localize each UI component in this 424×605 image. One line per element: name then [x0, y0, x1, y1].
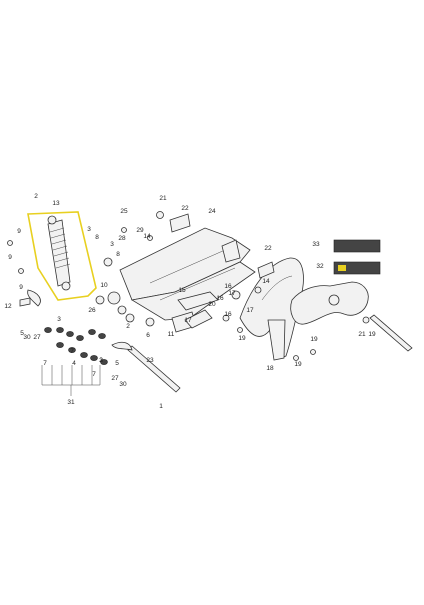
linkage-arm: [177, 291, 219, 329]
callout-9: 9: [19, 284, 23, 291]
frame-plate: [290, 281, 369, 325]
callout-17: 17: [184, 317, 192, 324]
washer: [56, 342, 64, 348]
callout-13: 13: [52, 200, 60, 207]
swingarm: [119, 227, 256, 333]
washer: [100, 359, 108, 365]
callout-21: 21: [358, 331, 366, 338]
callout-25: 25: [120, 208, 128, 215]
callout-10: 10: [100, 282, 108, 289]
callout-7: 7: [43, 360, 47, 367]
callout-9: 9: [8, 254, 12, 261]
callout-16: 16: [216, 295, 224, 302]
washer: [98, 333, 106, 339]
callout-1: 1: [159, 403, 163, 410]
callout-19: 19: [310, 336, 318, 343]
callout-18: 18: [266, 365, 274, 372]
callout-3: 3: [110, 241, 114, 248]
callout-6: 6: [146, 332, 150, 339]
callout-17: 17: [228, 290, 236, 297]
callout-7: 7: [92, 371, 96, 378]
callout-11: 11: [168, 331, 175, 338]
callout-14: 14: [262, 278, 270, 285]
rear-fender: [239, 257, 304, 361]
callout-2: 2: [126, 323, 130, 330]
callout-20: 20: [208, 301, 216, 308]
callout-3: 3: [87, 226, 91, 233]
callout-19: 19: [294, 361, 302, 368]
callout-5: 5: [115, 360, 119, 367]
callout-26: 26: [88, 307, 96, 314]
callout-2: 2: [34, 193, 38, 200]
callout-3: 3: [57, 316, 61, 323]
callout-22: 22: [181, 205, 189, 212]
callout-22: 22: [264, 245, 272, 252]
callout-19: 19: [238, 335, 246, 342]
washer: [88, 329, 96, 335]
callout-16: 16: [224, 283, 232, 290]
callout-30: 30: [119, 381, 127, 388]
callout-2: 2: [99, 357, 103, 364]
callout-14: 14: [143, 233, 151, 240]
callout-12: 12: [4, 303, 12, 310]
right-axle: [369, 314, 413, 352]
washer: [80, 352, 88, 358]
callout-30: 30: [23, 334, 31, 341]
washer: [56, 327, 64, 333]
washer: [68, 347, 76, 353]
washer: [90, 355, 98, 361]
callout-17: 17: [246, 307, 254, 314]
callout-31: 31: [67, 399, 75, 406]
callout-9: 9: [17, 228, 21, 235]
washer: [76, 335, 84, 341]
callout-19: 19: [368, 331, 376, 338]
callout-27: 27: [111, 375, 119, 382]
callout-28: 28: [118, 235, 126, 242]
callout-29: 29: [136, 227, 144, 234]
washer: [44, 327, 52, 333]
callout-7: 7: [70, 348, 74, 355]
callout-16: 16: [224, 311, 232, 318]
label-stickers: [333, 239, 381, 275]
callout-32: 32: [316, 263, 324, 270]
bracket-31: [41, 365, 101, 396]
callout-8: 8: [95, 234, 99, 241]
shock-absorber: [27, 211, 97, 301]
callout-23: 23: [146, 357, 154, 364]
callout-15: 15: [178, 287, 186, 294]
callout-33: 33: [312, 241, 320, 248]
callout-8: 8: [116, 251, 120, 258]
callout-21: 21: [159, 195, 167, 202]
washer: [66, 331, 74, 337]
callout-3: 3: [99, 357, 103, 364]
small-parts: [7, 211, 370, 361]
washer-stack: [44, 327, 108, 365]
callout-4: 4: [72, 360, 76, 367]
callout-5: 5: [20, 330, 24, 337]
rear-axle: [127, 345, 181, 393]
callout-24: 24: [208, 208, 216, 215]
callout-27: 27: [33, 334, 41, 341]
